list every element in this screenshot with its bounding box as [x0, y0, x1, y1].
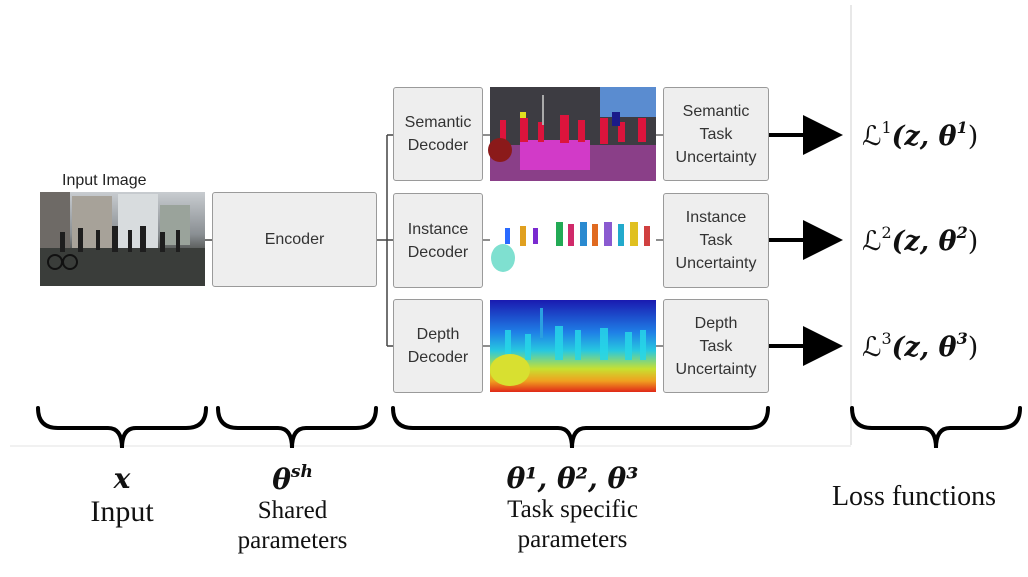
loss-formula-2: ℒ2(z, θ2) — [862, 223, 978, 257]
depth-output-image — [490, 300, 656, 392]
task-caption-1: Task specific — [507, 496, 638, 523]
loss-caption: Loss functions — [831, 481, 997, 512]
brace-input — [36, 406, 208, 449]
loss-1-param-sup: 1 — [956, 118, 968, 137]
loss-1-close: ) — [967, 121, 979, 152]
shared-caption-1: Shared — [257, 497, 328, 524]
semantic-uncertainty-line3: Uncertainty — [675, 148, 757, 166]
loss-3-close: ) — [967, 332, 979, 363]
param-loss: Loss functions — [805, 480, 1023, 514]
instance-uncertainty-line3: Uncertainty — [675, 255, 757, 272]
loss-1-script: ℒ — [862, 121, 882, 152]
brace-task — [391, 406, 770, 449]
instance-decoder-line1: Instance — [407, 220, 469, 238]
semantic-uncertainty-line1: Semantic — [682, 102, 750, 120]
input-image — [40, 192, 205, 286]
loss-1-args: (z, θ — [891, 121, 957, 152]
input-symbol: x — [113, 462, 131, 495]
loss-formula-1: ℒ1(z, θ1) — [862, 118, 978, 152]
shared-caption-2: parameters — [237, 527, 348, 554]
instance-uncertainty-line1: Instance — [685, 209, 747, 226]
depth-uncertainty-line2: Task — [699, 337, 733, 355]
loss-1-sup: 1 — [881, 118, 892, 137]
loss-3-script: ℒ — [862, 332, 882, 363]
input-caption: Input — [90, 495, 154, 528]
semantic-decoder-line1: Semantic — [404, 114, 472, 131]
connector-encoder-branches — [377, 134, 393, 347]
branch-connectors — [483, 134, 663, 347]
depth-decoder-line2: Decoder — [407, 349, 469, 366]
loss-2-param-sup: 2 — [956, 223, 968, 242]
param-input: x Input — [72, 462, 172, 529]
shared-symbol: θsh — [272, 462, 313, 496]
depth-uncertainty-line1: Depth — [694, 314, 738, 332]
loss-2-args: (z, θ — [891, 226, 957, 257]
param-shared: θsh Shared parameters — [205, 462, 380, 556]
semantic-uncertainty-line2: Task — [699, 125, 733, 143]
param-task: θ¹, θ², θ³ Task specific parameters — [465, 462, 680, 555]
instance-uncertainty-line2: Task — [699, 232, 733, 249]
brace-shared — [216, 406, 378, 449]
instance-decoder-line2: Decoder — [407, 243, 469, 261]
brace-loss — [850, 406, 1022, 449]
depth-uncertainty-line3: Uncertainty — [675, 360, 757, 378]
encoder-label: Encoder — [264, 231, 325, 248]
task-caption-2: parameters — [517, 526, 628, 553]
task-symbol: θ¹, θ², θ³ — [506, 462, 639, 495]
input-image-label: Input Image — [62, 172, 147, 189]
depth-decoder-line1: Depth — [416, 326, 460, 343]
loss-formula-3: ℒ3(z, θ3) — [862, 329, 978, 363]
semantic-output-image — [488, 87, 656, 181]
semantic-decoder-line2: Decoder — [407, 137, 469, 154]
encoder-box: Encoder — [212, 192, 377, 287]
loss-3-args: (z, θ — [891, 332, 957, 363]
loss-2-sup: 2 — [881, 223, 892, 242]
loss-2-script: ℒ — [862, 226, 882, 257]
loss-2-close: ) — [967, 226, 979, 257]
instance-output-image — [490, 195, 656, 289]
loss-3-param-sup: 3 — [956, 329, 968, 348]
loss-3-sup: 3 — [881, 329, 892, 348]
